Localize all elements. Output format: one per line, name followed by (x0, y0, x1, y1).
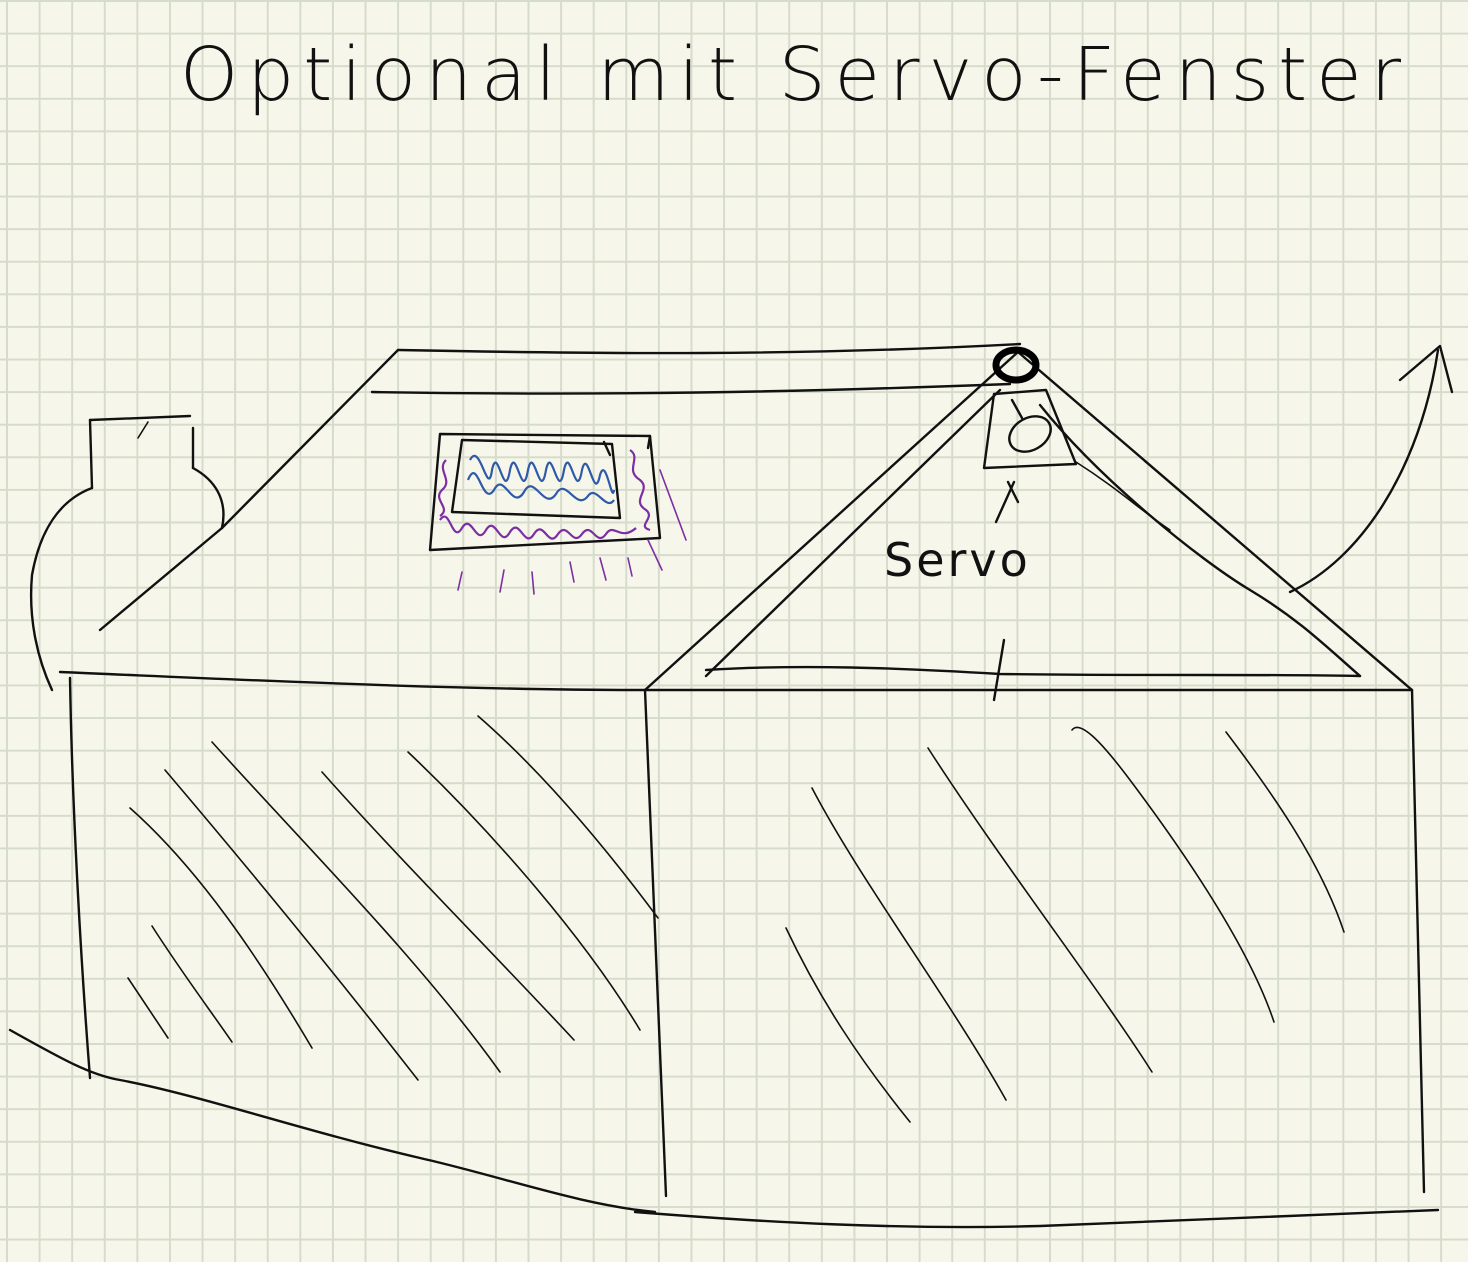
left-wall-hatching (128, 716, 658, 1080)
servo-label: Servo (884, 533, 1031, 587)
servo-motor-icon (984, 390, 1076, 468)
right-wall-hatching (786, 727, 1344, 1122)
left-roof (60, 344, 1020, 690)
roof-window-icon (430, 434, 686, 594)
ground-line (10, 1030, 655, 1212)
arrow-icon (996, 482, 1018, 522)
opening-arrow (1290, 346, 1452, 592)
diagram-title: Optional mit Servo-Fenster (180, 32, 1410, 118)
right-building (1412, 690, 1424, 1192)
gable-roof (645, 352, 1412, 700)
ground-line-right (635, 1210, 1438, 1227)
chimney-icon (31, 416, 223, 690)
